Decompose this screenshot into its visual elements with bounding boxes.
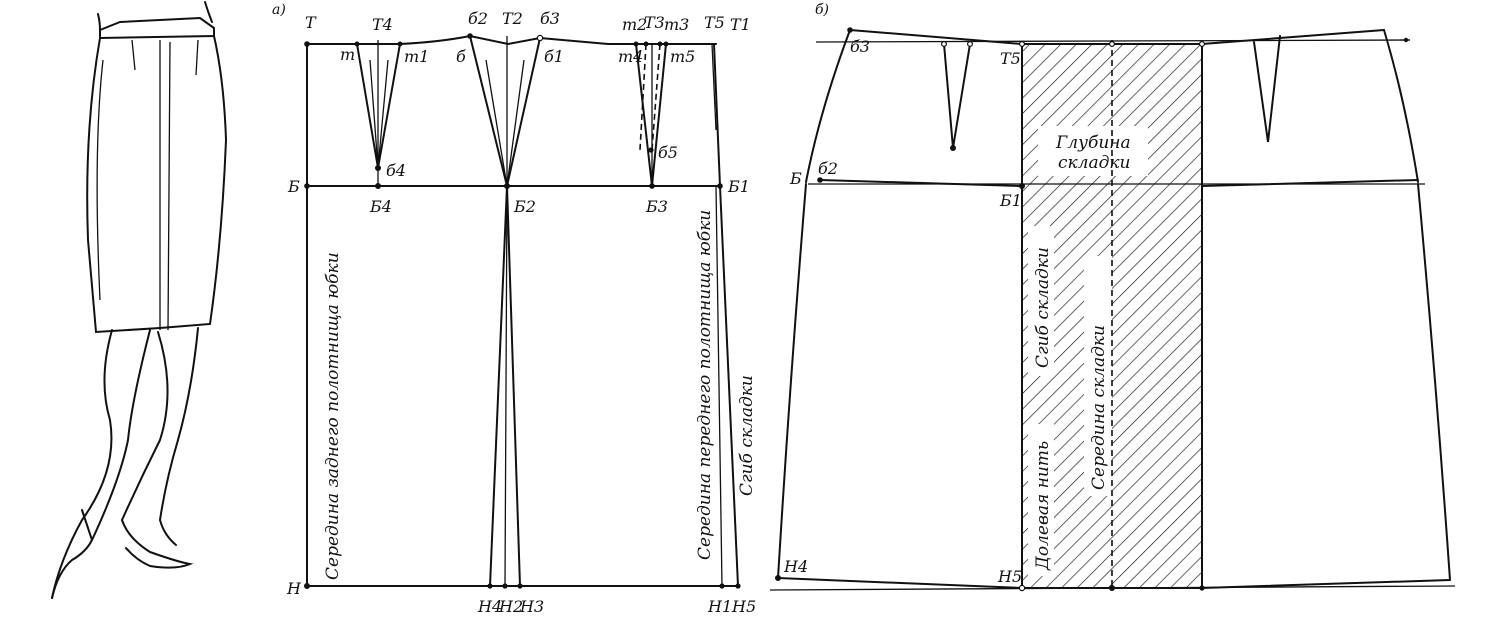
point-T2: Т2 <box>502 9 523 28</box>
pattern-b-labels: б3 Т5 б2 Б Б1 Н4 Н5 Глубина складки Сгиб… <box>783 37 1131 586</box>
point-H4: Н4 <box>477 597 502 616</box>
point-t4: т4 <box>618 47 643 66</box>
front-center-label: Середина переднего полотнища юбки <box>695 210 715 560</box>
point-b1-small: б1 <box>544 47 564 66</box>
point-t: т <box>340 45 355 64</box>
pleat-fold-label-b: Сгиб складки <box>1033 247 1053 368</box>
point-B4: Б4 <box>369 197 392 216</box>
point-H1: Н1 <box>707 597 732 616</box>
pleat-middle-label: Середина складки <box>1089 325 1109 490</box>
point-b2-top: б2 <box>468 9 488 28</box>
point-T3: Т3 <box>644 13 665 32</box>
point-b3-top: б3 <box>540 9 560 28</box>
back-center-label: Середина заднего полотнища юбки <box>323 252 343 580</box>
point-t5: т5 <box>670 47 695 66</box>
point-b-small: б <box>456 47 466 66</box>
point-H4-b: Н4 <box>783 557 808 576</box>
point-H5-b: Н5 <box>997 567 1022 586</box>
pleat-depth-line2: складки <box>1058 153 1131 173</box>
panel-b-label: б) <box>815 2 829 18</box>
point-H: Н <box>286 579 302 598</box>
point-B2: Б2 <box>513 197 536 216</box>
point-t3: т3 <box>664 15 689 34</box>
point-B-b: Б <box>789 169 802 188</box>
point-H2: Н2 <box>498 597 523 616</box>
point-B: Б <box>287 177 300 196</box>
point-b4-dart: б4 <box>386 161 406 180</box>
grain-label: Долевая нить <box>1033 441 1053 571</box>
point-T: Т <box>305 13 317 32</box>
point-t1: т1 <box>404 47 429 66</box>
skirt-sketch <box>51 1 228 599</box>
panel-a-label: а) <box>272 2 286 18</box>
pattern-b-draft <box>769 27 1456 592</box>
point-H5: Н5 <box>731 597 756 616</box>
pattern-a-draft <box>304 33 741 589</box>
pleat-fold-label-a: Сгиб складки <box>737 375 757 496</box>
pattern-a-labels: Т Т4 т т1 б2 Т2 б3 б б1 т2 Т3 т3 т4 т5 Т… <box>286 9 757 616</box>
point-b2-b: б2 <box>818 159 838 178</box>
point-T1: Т1 <box>730 15 751 34</box>
point-b3-b: б3 <box>850 37 870 56</box>
pleat-depth-line1: Глубина <box>1055 133 1131 153</box>
point-t2: т2 <box>622 15 647 34</box>
point-B1-b: Б1 <box>999 191 1022 210</box>
point-H3: Н3 <box>519 597 544 616</box>
point-B1: Б1 <box>727 177 750 196</box>
point-b5: б5 <box>658 143 678 162</box>
point-T5-b: Т5 <box>1000 49 1021 68</box>
point-T5: Т5 <box>704 13 725 32</box>
point-T4: Т4 <box>372 15 393 34</box>
point-B3: Б3 <box>645 197 668 216</box>
